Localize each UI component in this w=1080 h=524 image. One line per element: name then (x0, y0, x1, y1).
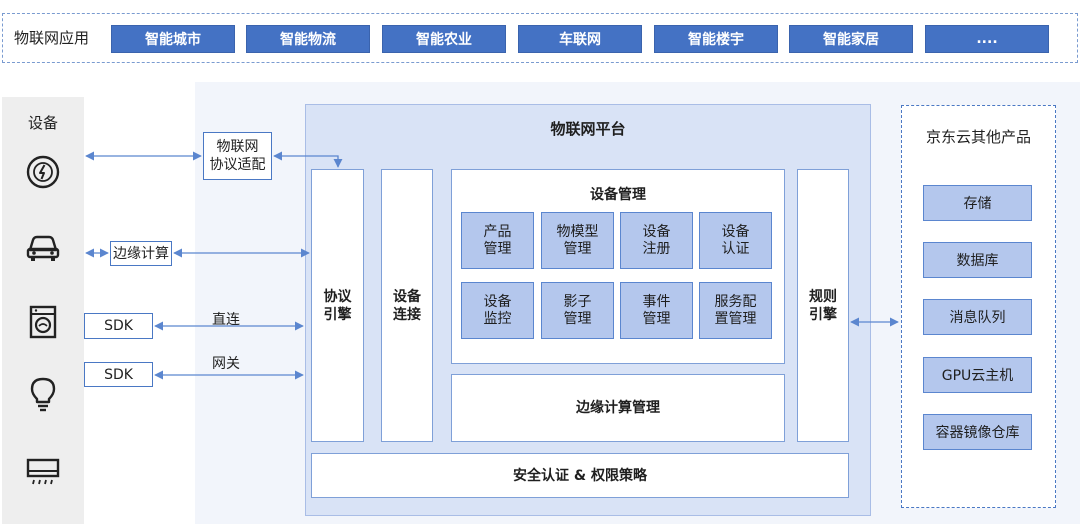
rules-engine: 规则 引擎 (797, 169, 849, 442)
washing-machine-icon (29, 305, 57, 339)
protocol-adapter-box: 物联网 协议适配 (203, 132, 272, 180)
iot-applications-label: 物联网应用 (14, 29, 90, 47)
device-connection: 设备 连接 (381, 169, 433, 442)
app-more: .... (925, 25, 1049, 53)
product-management: 产品 管理 (461, 212, 534, 269)
thing-model-management: 物模型 管理 (541, 212, 614, 269)
devices-title: 设备 (27, 114, 58, 132)
air-conditioner-icon (26, 458, 60, 485)
sdk-direct-box: SDK (84, 313, 153, 339)
edge-compute-box: 边缘计算 (110, 241, 172, 266)
light-bulb-icon (30, 377, 56, 412)
device-management-title: 设备管理 (590, 187, 646, 203)
security-auth-policy: 安全认证 & 权限策略 (311, 453, 849, 498)
gateway-label: 网关 (212, 356, 240, 372)
device-registration: 设备 注册 (620, 212, 693, 269)
iot-platform-title: 物联网平台 (550, 120, 626, 138)
car-icon (26, 235, 60, 261)
arrow-adapter-engine (273, 151, 343, 168)
device-monitoring: 设备 监控 (461, 282, 534, 339)
app-smart-building: 智能楼宇 (654, 25, 778, 53)
jd-storage: 存储 (923, 185, 1032, 221)
app-smart-logistics: 智能物流 (246, 25, 370, 53)
event-management: 事件 管理 (620, 282, 693, 339)
jd-message-queue: 消息队列 (923, 299, 1032, 335)
app-vehicle-network: 车联网 (518, 25, 642, 53)
jd-database: 数据库 (923, 242, 1032, 278)
device-authentication: 设备 认证 (699, 212, 772, 269)
jd-cloud-products-title: 京东云其他产品 (925, 128, 1031, 146)
jd-gpu-cloud-host: GPU云主机 (923, 357, 1032, 393)
protocol-engine: 协议 引擎 (311, 169, 364, 442)
edge-compute-management: 边缘计算管理 (451, 374, 785, 442)
sdk-gateway-box: SDK (84, 362, 153, 387)
iot-applications-bar (2, 13, 1078, 63)
app-smart-agriculture: 智能农业 (382, 25, 506, 53)
shadow-management: 影子 管理 (541, 282, 614, 339)
app-smart-home: 智能家居 (789, 25, 913, 53)
jd-container-registry: 容器镜像仓库 (923, 414, 1032, 450)
service-config-management: 服务配 置管理 (699, 282, 772, 339)
app-smart-city: 智能城市 (111, 25, 235, 53)
meter-icon (26, 155, 60, 189)
